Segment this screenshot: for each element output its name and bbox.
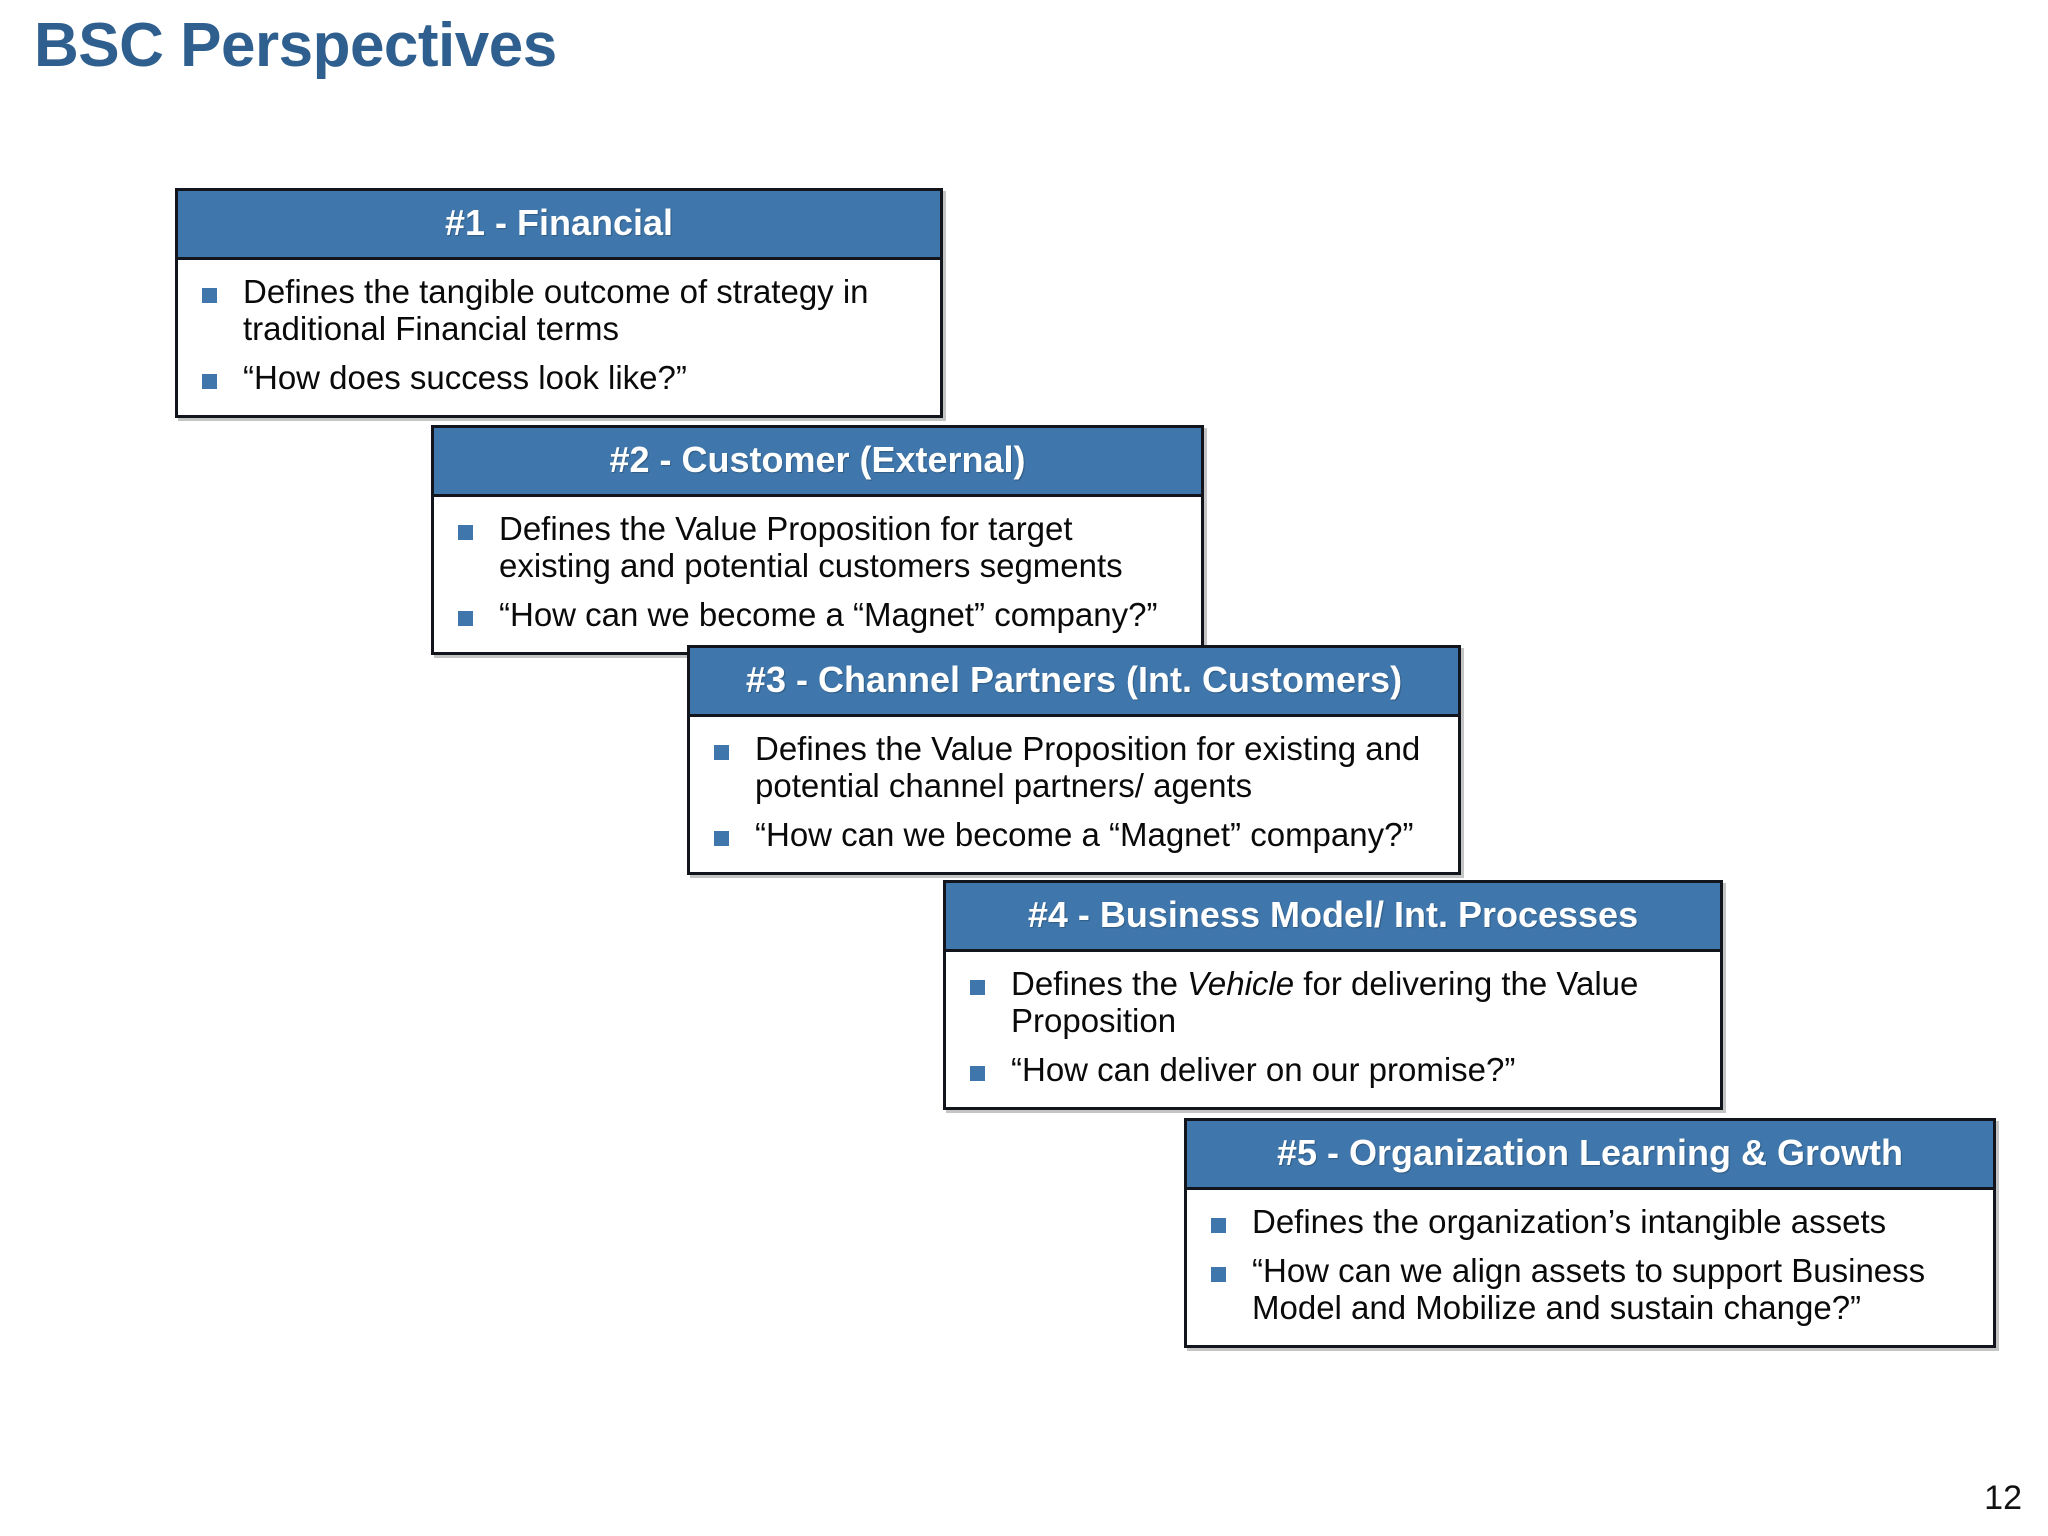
perspective-body-5: Defines the organization’s intangible as… (1187, 1190, 1993, 1345)
square-bullet-icon (458, 525, 473, 540)
list-item: Defines the Vehicle for delivering the V… (958, 965, 1708, 1040)
page-number: 12 (1984, 1479, 2022, 1517)
list-item: “How does success look like?” (190, 358, 928, 397)
perspective-header-5: #5 - Organization Learning & Growth (1187, 1121, 1993, 1190)
list-item: “How can we become a “Magnet” company?” (446, 595, 1189, 634)
perspective-body-4: Defines the Vehicle for delivering the V… (946, 952, 1720, 1107)
list-item: “How can we become a “Magnet” company?” (702, 815, 1446, 854)
bullet-text: “How does success look like?” (243, 358, 687, 396)
bullet-text: Defines the organization’s intangible as… (1252, 1203, 1887, 1240)
bullet-text: “How can deliver on our promise?” (1011, 1050, 1516, 1088)
perspective-body-1: Defines the tangible outcome of strategy… (178, 260, 940, 415)
perspective-box-1[interactable]: #1 - Financial Defines the tangible outc… (175, 188, 943, 418)
bullet-text: Defines the Value Proposition for target… (499, 510, 1123, 584)
list-item: Defines the Value Proposition for existi… (702, 730, 1446, 805)
list-item: Defines the tangible outcome of strategy… (190, 273, 928, 348)
perspective-body-3: Defines the Value Proposition for existi… (690, 717, 1458, 872)
list-item: Defines the Value Proposition for target… (446, 510, 1189, 585)
perspective-box-2[interactable]: #2 - Customer (External) Defines the Val… (431, 425, 1204, 655)
perspective-header-3: #3 - Channel Partners (Int. Customers) (690, 648, 1458, 717)
bullet-text: Defines the Vehicle for delivering the V… (1011, 965, 1639, 1039)
square-bullet-icon (714, 745, 729, 760)
square-bullet-icon (202, 288, 217, 303)
bullet-text: “How can we become a “Magnet” company?” (755, 815, 1414, 853)
square-bullet-icon (970, 980, 985, 995)
bullet-text: Defines the Value Proposition for existi… (755, 730, 1421, 804)
square-bullet-icon (1211, 1218, 1226, 1233)
bullet-text: Defines the tangible outcome of strategy… (243, 273, 869, 347)
square-bullet-icon (202, 373, 217, 389)
bullet-text: “How can we align assets to support Busi… (1252, 1251, 1926, 1326)
perspective-header-1: #1 - Financial (178, 191, 940, 260)
square-bullet-icon (970, 1065, 985, 1081)
page-title: BSC Perspectives (34, 11, 557, 80)
square-bullet-icon (1211, 1266, 1226, 1282)
list-item: “How can we align assets to support Busi… (1199, 1251, 1981, 1327)
bullet-text: “How can we become a “Magnet” company?” (499, 595, 1158, 633)
perspective-box-5[interactable]: #5 - Organization Learning & Growth Defi… (1184, 1118, 1996, 1348)
square-bullet-icon (714, 830, 729, 846)
list-item: “How can deliver on our promise?” (958, 1050, 1708, 1089)
perspective-header-4: #4 - Business Model/ Int. Processes (946, 883, 1720, 952)
perspective-box-4[interactable]: #4 - Business Model/ Int. Processes Defi… (943, 880, 1723, 1110)
perspective-body-2: Defines the Value Proposition for target… (434, 497, 1201, 652)
perspective-box-3[interactable]: #3 - Channel Partners (Int. Customers) D… (687, 645, 1461, 875)
perspective-header-2: #2 - Customer (External) (434, 428, 1201, 497)
square-bullet-icon (458, 610, 473, 626)
list-item: Defines the organization’s intangible as… (1199, 1203, 1981, 1241)
